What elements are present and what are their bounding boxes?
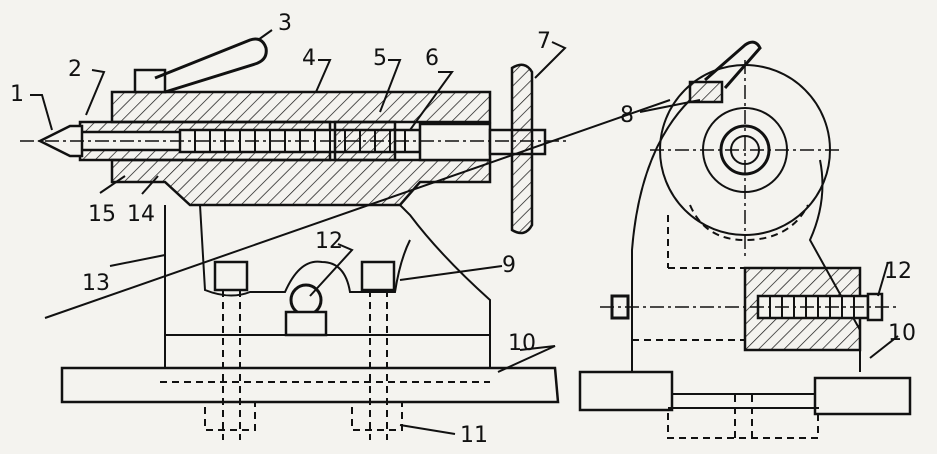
t-nut-right (351, 401, 403, 431)
label-4: 4 (302, 46, 316, 71)
lock-lever-base (133, 68, 167, 94)
end-base-left (578, 370, 674, 412)
label-10: 10 (508, 331, 536, 356)
end-body-outline (631, 99, 861, 372)
screw-block (284, 310, 328, 337)
section-line-13 (44, 99, 671, 319)
leader-4 (315, 59, 332, 93)
leader-8 (639, 99, 701, 113)
label-11: 11 (460, 423, 488, 448)
right-end-view (578, 40, 912, 440)
leader-2 (85, 69, 106, 116)
left-sectional-view (20, 37, 671, 440)
label-15: 15 (88, 202, 116, 227)
label-right-10: 10 (888, 321, 916, 346)
leader-3 (257, 29, 273, 41)
leader-14 (141, 175, 159, 195)
callout-labels: 1 2 3 4 5 6 7 8 9 10 11 12 13 14 15 10 1… (10, 11, 916, 448)
label-6: 6 (425, 46, 439, 71)
label-7: 7 (537, 29, 551, 54)
clamp-bolt-head-right (360, 260, 396, 292)
end-base-mid (671, 393, 816, 409)
leader-1 (30, 94, 53, 131)
leader-10 (497, 345, 556, 373)
label-3: 3 (278, 11, 292, 36)
t-nut-left (204, 401, 256, 431)
hidden-arc (689, 204, 809, 242)
body-upright (199, 204, 411, 297)
leader-15 (99, 175, 126, 194)
end-base-right (813, 376, 912, 416)
leader-right-12 (877, 261, 889, 297)
leader-9 (399, 265, 503, 281)
label-12: 12 (315, 229, 343, 254)
label-5: 5 (373, 46, 387, 71)
label-1: 1 (10, 82, 24, 107)
tailstock-housing (110, 90, 492, 124)
lock-lever-3 (154, 37, 268, 94)
leader-13 (109, 254, 166, 267)
clamp-bolt-head-left (213, 260, 249, 292)
end-t-slot (667, 407, 819, 439)
bush-6 (418, 122, 492, 162)
label-13: 13 (82, 271, 110, 296)
leader-lines (30, 29, 899, 435)
leader-right-10 (869, 335, 899, 359)
label-8: 8 (620, 103, 634, 128)
label-9: 9 (502, 253, 516, 278)
end-lock-lever (704, 40, 762, 89)
leader-6 (409, 71, 454, 131)
base-plate (60, 366, 560, 404)
leader-12 (309, 243, 354, 297)
label-right-12: 12 (884, 259, 912, 284)
end-side-bolt (610, 294, 630, 320)
label-2: 2 (68, 57, 82, 82)
leader-5 (379, 59, 402, 113)
leader-7 (534, 41, 567, 79)
label-14: 14 (127, 202, 155, 227)
housing-lower (110, 158, 492, 207)
end-lever-base (688, 80, 724, 104)
handwheel-7 (510, 63, 534, 235)
body-lower (164, 204, 491, 368)
leader-11 (399, 424, 456, 435)
